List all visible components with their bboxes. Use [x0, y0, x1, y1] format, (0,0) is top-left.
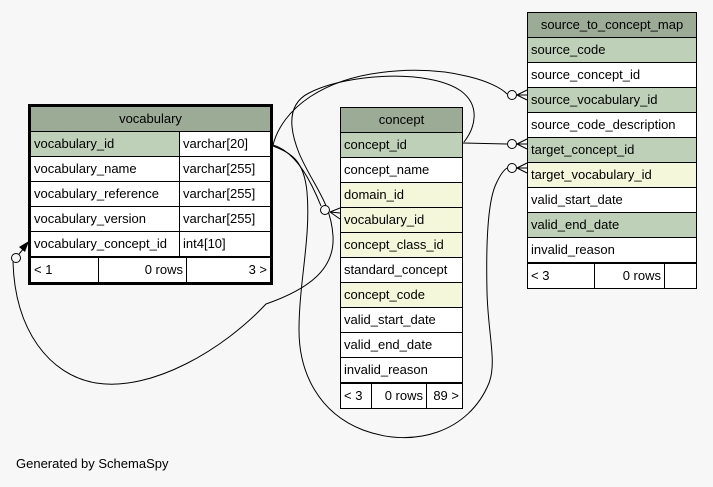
- column-name: concept_name: [341, 158, 462, 182]
- column-name: source_code_description: [528, 113, 696, 137]
- column-name: target_vocabulary_id: [528, 163, 696, 187]
- column-name: vocabulary_concept_id: [31, 232, 179, 256]
- column-name: vocabulary_name: [31, 157, 179, 181]
- column-row-source_code_description[interactable]: source_code_description: [528, 113, 696, 138]
- footer-row-count: 0 rows: [371, 384, 426, 408]
- column-name: target_concept_id: [528, 138, 696, 162]
- table-title-vocabulary[interactable]: vocabulary: [31, 107, 270, 132]
- column-row-invalid_reason[interactable]: invalid_reason: [341, 358, 462, 383]
- column-row-concept_code[interactable]: concept_code: [341, 283, 462, 308]
- column-type: varchar[255]: [179, 157, 270, 181]
- column-row-invalid_reason[interactable]: invalid_reason: [528, 238, 696, 263]
- footer-degree-in: < 3: [344, 388, 363, 403]
- column-row-source_vocabulary_id[interactable]: source_vocabulary_id: [528, 88, 696, 113]
- footer-degree-out: 89 >: [426, 384, 462, 408]
- column-row-target_concept_id[interactable]: target_concept_id: [528, 138, 696, 163]
- column-name: valid_end_date: [528, 213, 696, 237]
- column-name: vocabulary_id: [31, 132, 179, 156]
- column-name: vocabulary_reference: [31, 182, 179, 206]
- column-name: concept_code: [341, 283, 462, 307]
- table-title-concept[interactable]: concept: [341, 108, 462, 133]
- relationship-line-stcm-target-concept: [462, 142, 508, 145]
- footer-row-count: 0 rows: [594, 264, 664, 288]
- column-name: source_code: [528, 38, 696, 62]
- column-row-source_concept_id[interactable]: source_concept_id: [528, 63, 696, 88]
- column-name: source_vocabulary_id: [528, 88, 696, 112]
- column-row-valid_start_date[interactable]: valid_start_date: [528, 188, 696, 213]
- column-type: int4[10]: [179, 232, 270, 256]
- generated-by-caption: Generated by SchemaSpy: [16, 456, 169, 471]
- column-row-valid_end_date[interactable]: valid_end_date: [528, 213, 696, 238]
- column-row-concept_class_id[interactable]: concept_class_id: [341, 233, 462, 258]
- column-name: valid_start_date: [528, 188, 696, 212]
- footer-degree-out: 3 >: [186, 258, 270, 282]
- column-type: varchar[255]: [179, 182, 270, 206]
- column-name: invalid_reason: [341, 358, 462, 382]
- column-row-standard_concept[interactable]: standard_concept: [341, 258, 462, 283]
- column-name: vocabulary_version: [31, 207, 179, 231]
- relationship-line-stcm-source-vocabulary: [272, 69, 508, 146]
- footer-degree-in: < 1: [34, 262, 53, 277]
- crowsfoot-connector-icon: [507, 162, 528, 174]
- table-footer: < 3 0 rows: [528, 263, 696, 288]
- column-row-vocabulary_id[interactable]: vocabulary_id: [341, 208, 462, 233]
- column-row-valid_start_date[interactable]: valid_start_date: [341, 308, 462, 333]
- table-title-source_to_concept_map[interactable]: source_to_concept_map: [528, 13, 696, 38]
- column-name: source_concept_id: [528, 63, 696, 87]
- crowsfoot-connector-icon: [507, 138, 528, 150]
- column-type: varchar[20]: [179, 132, 270, 156]
- footer-degree-out: [664, 264, 696, 288]
- column-name: vocabulary_id: [341, 208, 462, 232]
- column-row-domain_id[interactable]: domain_id: [341, 183, 462, 208]
- column-name: valid_end_date: [341, 333, 462, 357]
- relationship-line-stcm-target-vocabulary: [272, 145, 508, 438]
- column-type: varchar[255]: [179, 207, 270, 231]
- circle-arrow-connector-icon: [11, 241, 29, 263]
- column-name: concept_class_id: [341, 233, 462, 257]
- crowsfoot-connector-icon: [507, 89, 528, 101]
- column-name: domain_id: [341, 183, 462, 207]
- column-name: standard_concept: [341, 258, 462, 282]
- footer-degree-in: < 3: [531, 268, 550, 283]
- relationship-line-vocabulary-concept-id: [12, 75, 475, 385]
- column-row-source_code[interactable]: source_code: [528, 38, 696, 63]
- footer-row-count: 0 rows: [98, 258, 186, 282]
- crowsfoot-connector-icon: [320, 205, 341, 220]
- column-row-concept_id[interactable]: concept_id: [341, 133, 462, 158]
- relationship-line-concept-vocabulary: [272, 144, 322, 207]
- column-name: invalid_reason: [528, 238, 696, 262]
- column-row-concept_name[interactable]: concept_name: [341, 158, 462, 183]
- column-row-valid_end_date[interactable]: valid_end_date: [341, 333, 462, 358]
- column-row-target_vocabulary_id[interactable]: target_vocabulary_id: [528, 163, 696, 188]
- column-name: valid_start_date: [341, 308, 462, 332]
- column-name: concept_id: [341, 133, 462, 157]
